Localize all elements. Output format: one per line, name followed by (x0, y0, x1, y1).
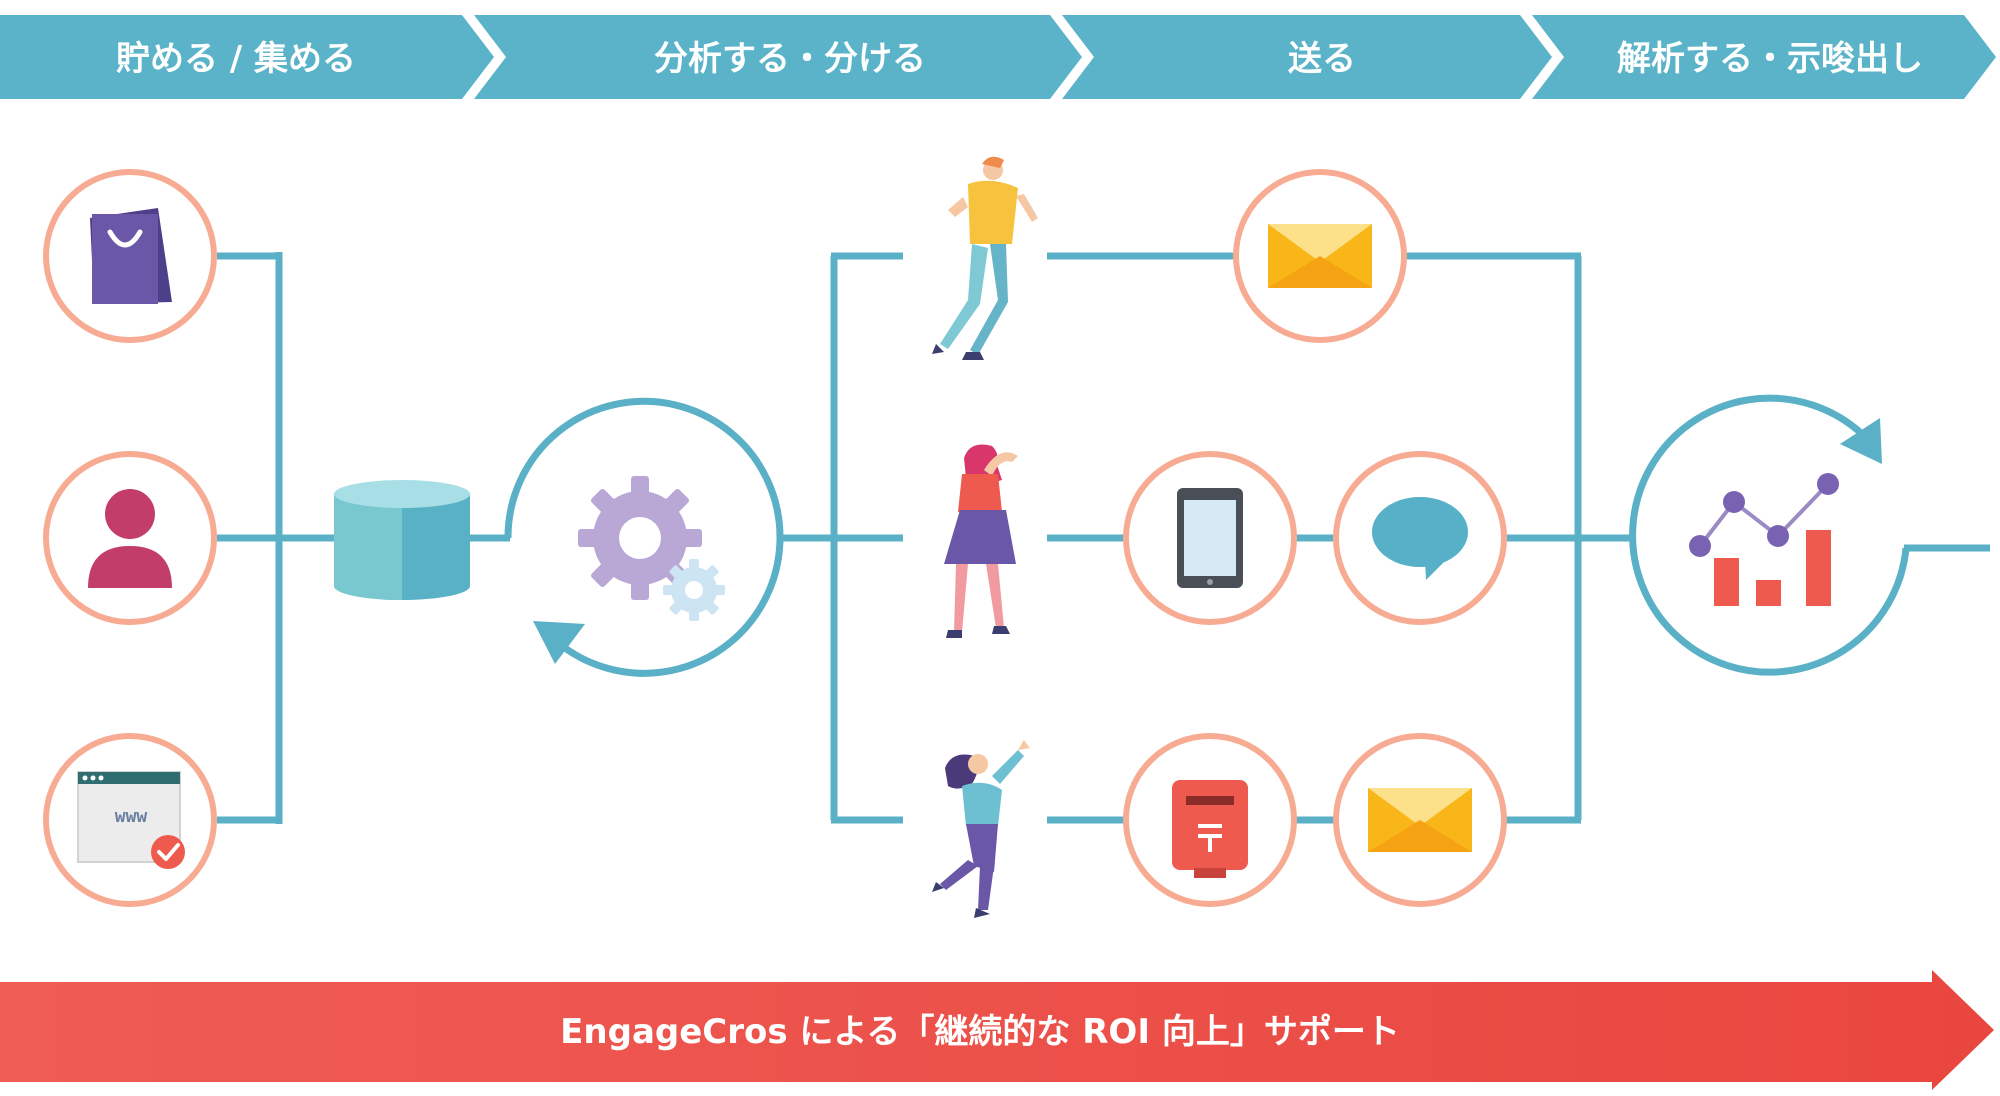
analysis-cycle (504, 397, 784, 677)
source-ec-node (43, 169, 217, 343)
user-icon (88, 489, 172, 588)
segment-person-1 (932, 156, 1038, 360)
channel-chat-node (1333, 451, 1507, 625)
shopping-bag-icon (90, 208, 172, 304)
banner-arrow (0, 970, 1994, 1090)
insight-cycle (1629, 394, 1910, 676)
source-customer-node (43, 451, 217, 625)
channel-email-node (1233, 169, 1407, 343)
cycle-arrow (504, 397, 784, 677)
step-label-insight: 解析する・示唆出し (1617, 39, 1923, 79)
support-banner: EngageCros による「継続的な ROI 向上」サポート (0, 970, 1994, 1090)
segment-person-3 (932, 740, 1030, 918)
envelope-icon (1268, 224, 1372, 288)
envelope-icon (1368, 788, 1472, 852)
check-badge-icon (151, 835, 185, 869)
insight-cycle-arrowhead (1840, 418, 1882, 464)
source-web-node: www (43, 733, 217, 907)
database-icon (334, 480, 470, 600)
chat-bubble-icon (1372, 497, 1468, 580)
small-gear-icon (663, 559, 725, 621)
insight-cycle-arrow (1629, 394, 1910, 676)
step-label-collect: 貯める / 集める (116, 39, 356, 79)
gear-icon (578, 476, 702, 600)
connector-lines (217, 252, 1990, 824)
step-chevron-3 (1062, 15, 1552, 99)
step-chevron-4 (1532, 15, 1996, 99)
analytics-chart-icon (1689, 473, 1839, 606)
step-chevron-2 (474, 15, 1082, 99)
banner-text: EngageCros による「継続的な ROI 向上」サポート (560, 1012, 1400, 1052)
step-bar: 貯める / 集める 分析する・分ける 送る 解析する・示唆出し (0, 15, 1996, 99)
cycle-arrowhead (533, 621, 585, 664)
www-label: www (115, 806, 148, 827)
channel-app-node (1123, 451, 1297, 625)
step-chevron-1 (0, 15, 494, 99)
step-label-send: 送る (1288, 39, 1356, 79)
channel-email-node-2 (1333, 733, 1507, 907)
step-label-analyze: 分析する・分ける (654, 39, 926, 79)
tablet-icon (1177, 488, 1243, 588)
postbox-icon (1172, 780, 1248, 878)
channel-dm-node (1123, 733, 1297, 907)
segment-person-2 (944, 444, 1018, 638)
